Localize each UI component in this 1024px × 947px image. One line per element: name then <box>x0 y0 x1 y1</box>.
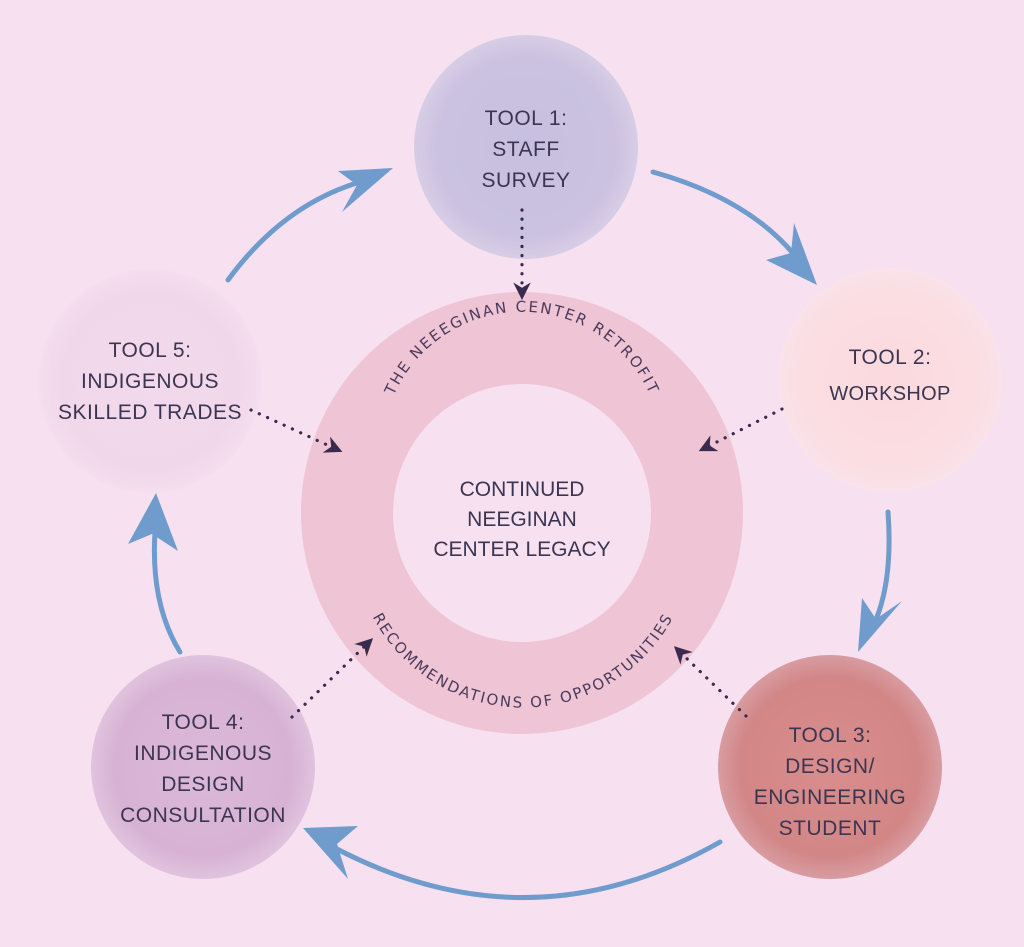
tool-1-text: STAFF <box>492 138 560 161</box>
tool-4-text: DESIGN <box>161 773 245 796</box>
tool-1-label: TOOL 1: STAFF SURVEY <box>426 103 626 196</box>
dotted-arrow-tool-3 <box>673 646 748 718</box>
tool-4-circle <box>91 655 315 879</box>
tool-3-circle <box>718 655 942 879</box>
tool-3-text: STUDENT <box>778 817 882 840</box>
tool-5-text: INDIGENOUS <box>80 370 219 393</box>
tool-4-text: CONSULTATION <box>120 804 286 827</box>
cycle-arrowhead-5 <box>128 493 178 551</box>
tool-2-title: TOOL 2: <box>848 346 932 369</box>
tool-1-text: SURVEY <box>481 169 571 192</box>
dotted-arrow-tool-5 <box>249 408 343 453</box>
center-label: CONTINUED NEEGINAN CENTER LEGACY <box>422 475 622 565</box>
cycle-arrow-2-to-3 <box>872 509 892 625</box>
tool-3-text: ENGINEERING <box>753 786 907 809</box>
cycle-arrowhead-1 <box>338 168 393 212</box>
tool-5-label: TOOL 5: INDIGENOUS SKILLED TRADES <box>40 335 260 428</box>
center-label-line: NEEGINAN <box>467 508 577 531</box>
tool-5-title: TOOL 5: <box>108 339 192 362</box>
tool-4-title: TOOL 4: <box>161 711 245 734</box>
tool-3-label: TOOL 3: DESIGN/ ENGINEERING STUDENT <box>730 720 930 844</box>
tool-1-title: TOOL 1: <box>484 107 568 130</box>
dotted-arrow-tool-4 <box>290 638 374 719</box>
tool-5-text: SKILLED TRADES <box>57 401 242 424</box>
cycle-arrow-1-to-2 <box>650 169 803 265</box>
cycle-arrow-4-to-5 <box>151 517 183 655</box>
cycle-arrowhead-4 <box>303 826 358 879</box>
center-label-line: CENTER LEGACY <box>433 538 611 561</box>
central-ring <box>301 292 743 734</box>
center-label-line: CONTINUED <box>459 478 585 501</box>
tool-4-label: TOOL 4: INDIGENOUS DESIGN CONSULTATION <box>93 707 313 831</box>
cycle-arrowhead-2 <box>766 223 817 285</box>
tool-5-circle <box>38 269 262 493</box>
tool-3-text: DESIGN/ <box>785 755 875 778</box>
cycle-arrow-3-to-4 <box>332 839 723 901</box>
tool-3-title: TOOL 3: <box>788 724 872 747</box>
tool-4-text: INDIGENOUS <box>133 742 272 765</box>
dotted-arrow-tool-2 <box>698 407 784 452</box>
cycle-arrowhead-3 <box>858 598 902 652</box>
tool-2-circle <box>778 268 1002 492</box>
tool-2-text: WORKSHOP <box>829 383 951 405</box>
ring-hole <box>393 384 651 642</box>
tool-2-label: TOOL 2: WORKSHOP <box>790 342 990 410</box>
tool-1-circle <box>414 35 638 259</box>
cycle-arrow-5-to-1 <box>225 179 363 283</box>
